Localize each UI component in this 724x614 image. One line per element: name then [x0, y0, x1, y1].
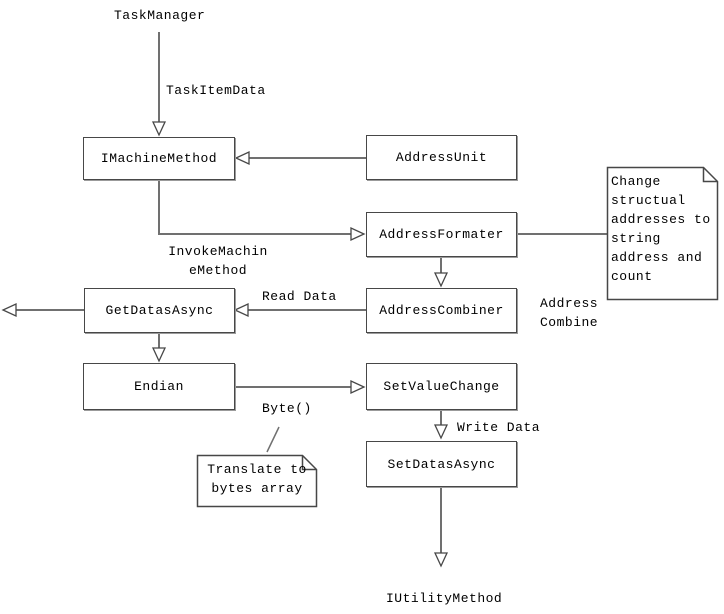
edge-label-read-data: Read Data	[262, 289, 337, 304]
arrowhead-left-imachinemethod	[234, 150, 250, 166]
arrowhead-left-edge	[1, 302, 17, 318]
edge-label-byte: Byte()	[262, 401, 312, 416]
label-taskmanager: TaskManager	[114, 8, 206, 23]
note-translate-bytes-fold	[301, 455, 317, 471]
node-addressformater: AddressFormater	[366, 212, 517, 257]
node-setdatasasync: SetDatasAsync	[366, 441, 517, 487]
note-change-addresses-shape	[606, 166, 719, 301]
node-imachinemethod: IMachineMethod	[83, 137, 235, 180]
arrowhead-down-addresscombiner	[433, 272, 449, 288]
edge-label-taskitemdata: TaskItemData	[166, 83, 266, 98]
arrowhead-left-getdatasasync	[233, 302, 249, 318]
edge-label-write-data: Write Data	[457, 420, 541, 435]
node-endian: Endian	[83, 363, 235, 410]
node-addressunit: AddressUnit	[366, 135, 517, 180]
arrowhead-down-setdatasasync	[433, 424, 449, 440]
arrowhead-down-iutilitymethod	[433, 552, 449, 568]
arrowhead-down-imachinemethod	[151, 121, 167, 137]
note-change-addresses-fold	[702, 167, 718, 183]
arrowhead-down-endian	[151, 347, 167, 363]
edge-label-invokemachinemethod: InvokeMachin eMethod	[168, 244, 268, 278]
edge-label-address-combine: Address Combine	[540, 296, 599, 330]
node-getdatasasync: GetDatasAsync	[84, 288, 235, 333]
edge-byte-note	[266, 426, 280, 453]
node-setvaluechange: SetValueChange	[366, 363, 517, 410]
node-addresscombiner: AddressCombiner	[366, 288, 517, 333]
note-translate-bytes-shape	[196, 454, 318, 508]
label-iutilitymethod: IUtilityMethod	[386, 591, 503, 606]
note-translate-bytes-text: Translate to bytes array	[207, 462, 307, 496]
arrowhead-right-addressformater	[350, 226, 366, 242]
arrowhead-right-setvaluechange	[350, 379, 366, 395]
edge-imachinemethod-addressformater	[158, 179, 351, 235]
note-change-addresses-text: Change structual addresses to string add…	[611, 174, 711, 284]
